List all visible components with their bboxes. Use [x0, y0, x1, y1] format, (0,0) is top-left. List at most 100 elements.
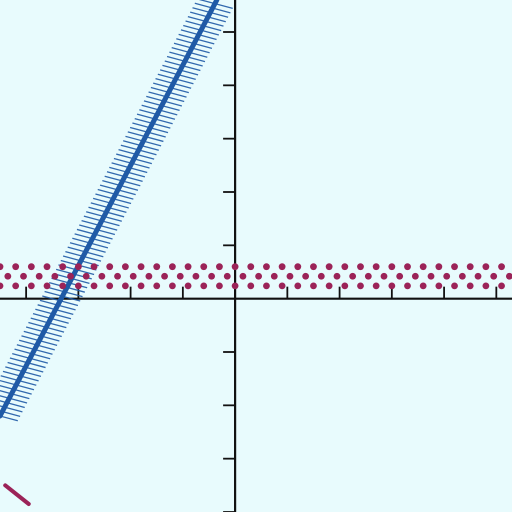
series-1-dot-2-26 — [404, 282, 411, 290]
series-1-dot-2-22 — [341, 282, 349, 290]
series-1-dot-1-31 — [490, 272, 498, 280]
series-1-dot-2-21 — [325, 282, 333, 290]
series-1-dot-0-24 — [372, 263, 380, 271]
series-1-dot-0-9 — [137, 263, 145, 271]
series-1-dot-2-9 — [137, 282, 145, 290]
series-1-dot-0-10 — [153, 263, 161, 271]
series-1-dot-2-4 — [59, 282, 67, 290]
series-1-dot-0-21 — [325, 263, 333, 271]
series-1-dot-2-23 — [357, 282, 364, 290]
series-0-hatch-0 — [0, 415, 18, 422]
series-1-dot-0-2 — [27, 263, 35, 271]
series-1-dot-0-15 — [231, 263, 239, 271]
series-1-dot-2-3 — [43, 282, 51, 290]
series-1-dot-1-22 — [349, 272, 357, 280]
series-1-dot-2-0 — [0, 282, 4, 290]
series-1-dot-0-1 — [12, 263, 20, 271]
series-1-dot-1-13 — [208, 272, 215, 280]
series-1-dot-1-20 — [317, 272, 325, 280]
series-1-dot-0-17 — [263, 263, 270, 271]
series-1-dot-2-19 — [294, 282, 302, 290]
series-1-dot-1-1 — [20, 272, 27, 280]
series-1-dot-1-29 — [458, 272, 466, 280]
series-1-dot-2-7 — [106, 282, 114, 290]
series-1-dot-2-5 — [74, 282, 82, 290]
series-1-dot-2-18 — [278, 282, 286, 290]
series-1-dot-0-5 — [74, 263, 82, 271]
series-1-dot-1-21 — [333, 272, 341, 280]
series-1-dot-0-6 — [90, 263, 98, 271]
series-1-dot-0-8 — [121, 263, 129, 271]
series-1-dot-1-2 — [35, 272, 43, 280]
series-1-dot-1-28 — [443, 272, 451, 280]
series-1-dot-0-4 — [59, 263, 67, 271]
series-1-dot-1-25 — [396, 272, 404, 280]
series-1-dot-1-6 — [98, 272, 106, 280]
series-1-dot-0-27 — [419, 263, 427, 271]
series-1-dot-2-20 — [310, 282, 317, 290]
series-1-dot-0-32 — [498, 263, 505, 271]
series-1-dot-0-14 — [216, 263, 223, 271]
series-1-dot-2-31 — [482, 282, 490, 290]
series-1-dot-0-28 — [435, 263, 443, 271]
series-1-dot-1-10 — [161, 272, 168, 280]
series-0-line — [0, 0, 220, 419]
series-1-dot-2-12 — [184, 282, 192, 290]
series-1-dot-2-10 — [153, 282, 161, 290]
series-1-dot-1-26 — [411, 272, 419, 280]
series-1-dot-2-14 — [216, 282, 223, 290]
series-1-dot-0-30 — [466, 263, 474, 271]
series-1-dot-1-4 — [67, 272, 74, 280]
series-1-dot-1-14 — [223, 272, 231, 280]
series-1-dot-2-16 — [247, 282, 255, 290]
series-1-dot-0-26 — [404, 263, 411, 271]
series-1-dot-1-5 — [82, 272, 90, 280]
series-1-dot-1-3 — [51, 272, 59, 280]
series-1-dot-1-18 — [286, 272, 294, 280]
series-1-dot-2-25 — [388, 282, 396, 290]
series-1-dot-1-23 — [364, 272, 372, 280]
series-1-dot-2-11 — [169, 282, 176, 290]
series-1-dot-2-6 — [90, 282, 98, 290]
series-1-dot-0-13 — [200, 263, 208, 271]
series-1-dot-2-1 — [12, 282, 20, 290]
series-1-dot-2-13 — [200, 282, 208, 290]
series-1-dot-0-3 — [43, 263, 51, 271]
series-1-dot-2-30 — [466, 282, 474, 290]
series-1-dot-1-27 — [427, 272, 435, 280]
series-1-dot-0-7 — [106, 263, 114, 271]
series-1-dot-0-25 — [388, 263, 396, 271]
series-1-dot-0-12 — [184, 263, 192, 271]
series-1-dot-0-29 — [451, 263, 458, 271]
series-1-dot-0-11 — [169, 263, 176, 271]
series-1-dot-0-31 — [482, 263, 490, 271]
series-1-dot-1-24 — [380, 272, 388, 280]
series-1-dot-1-11 — [176, 272, 184, 280]
series-1-dot-1-30 — [474, 272, 482, 280]
series-1-dot-0-19 — [294, 263, 302, 271]
series-1-dot-0-0 — [0, 263, 4, 271]
series-1-dot-1-32 — [505, 272, 512, 280]
series-1-dot-1-12 — [192, 272, 200, 280]
series-1-dot-2-29 — [451, 282, 458, 290]
series-1-dot-2-17 — [263, 282, 270, 290]
series-1-dot-0-18 — [278, 263, 286, 271]
series-1-dot-0-16 — [247, 263, 255, 271]
series-1-dot-1-9 — [145, 272, 153, 280]
series-1-dot-1-19 — [302, 272, 310, 280]
series-1-dot-1-15 — [239, 272, 247, 280]
series-1-dot-1-0 — [4, 272, 12, 280]
series-1-dot-2-8 — [121, 282, 129, 290]
series-1-dot-1-7 — [114, 272, 121, 280]
series-1-dot-2-27 — [419, 282, 427, 290]
series-1-dot-2-28 — [435, 282, 443, 290]
series-1-dot-0-23 — [357, 263, 364, 271]
series-1-dot-1-16 — [255, 272, 263, 280]
series-1-dot-0-20 — [310, 263, 317, 271]
series-1-dot-2-32 — [498, 282, 505, 290]
series-1-dot-2-24 — [372, 282, 380, 290]
series-1-dot-0-22 — [341, 263, 349, 271]
series-1-dot-1-17 — [270, 272, 278, 280]
